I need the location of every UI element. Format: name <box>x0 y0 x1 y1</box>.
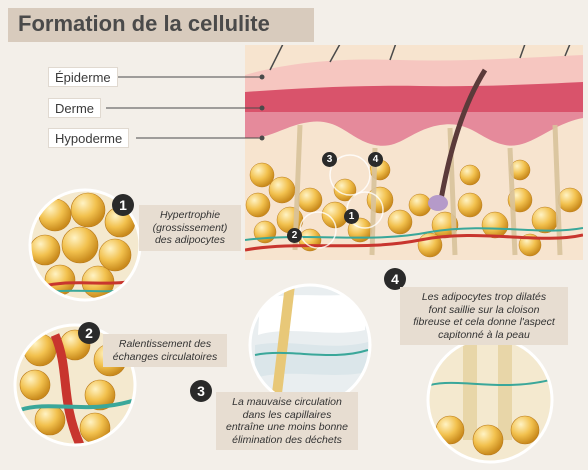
detail-capitonne <box>428 338 552 462</box>
mini-badge-4: 4 <box>368 152 383 167</box>
hypodermis-fat <box>245 159 583 258</box>
step-3-badge: 3 <box>190 380 212 402</box>
step-2-caption: Ralentissement des échanges circulatoire… <box>103 334 227 367</box>
caption-line: (grossissement) <box>152 221 228 234</box>
step-4-caption: Les adipocytes trop dilatés font saillie… <box>400 287 568 345</box>
caption-line: fibreuse et cela donne l'aspect <box>413 316 555 328</box>
caption-line: La mauvaise circulation <box>232 396 342 408</box>
caption-line: entraîne une moins bonne <box>225 421 348 433</box>
label-derme: Derme <box>48 98 102 118</box>
skin-cross-section <box>245 45 583 260</box>
page-title: Formation de la cellulite <box>18 11 270 36</box>
caption-line: font saillie sur la cloison <box>428 303 540 316</box>
detail-waste <box>250 285 370 405</box>
caption-line: Les adipocytes trop dilatés <box>421 291 547 303</box>
caption-line: élimination des déchets <box>232 433 342 446</box>
label-hypoderme: Hypoderme <box>48 128 130 148</box>
label-epiderme: Épiderme <box>48 67 118 87</box>
step-2-badge: 2 <box>78 322 100 344</box>
caption-line: échanges circulatoires <box>112 350 218 363</box>
mini-badge-1: 1 <box>344 209 359 224</box>
caption-line: dans les capillaires <box>242 408 332 421</box>
step-3-caption: La mauvaise circulation dans les capilla… <box>216 392 358 450</box>
caption-line: Hypertrophie <box>159 209 221 221</box>
title-box <box>8 8 314 42</box>
step-4-badge: 4 <box>384 268 406 290</box>
step-1-badge: 1 <box>112 194 134 216</box>
mini-badge-2: 2 <box>287 228 302 243</box>
mini-badge-3: 3 <box>322 152 337 167</box>
caption-line: des adipocytes <box>154 234 226 246</box>
step-1-caption: Hypertrophie (grossissement) des adipocy… <box>139 205 241 251</box>
layer-pointers <box>106 76 262 139</box>
caption-line: capitonné à la peau <box>438 328 530 341</box>
caption-line: Ralentissement des <box>118 338 212 350</box>
